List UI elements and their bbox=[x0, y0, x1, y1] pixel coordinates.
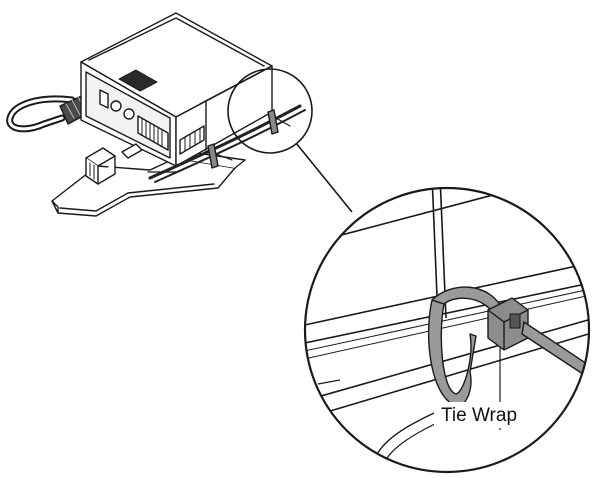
magnify-leader-line bbox=[295, 142, 353, 213]
callout-label-bg bbox=[434, 402, 530, 428]
device-enclosure bbox=[80, 12, 273, 167]
cable-bundle bbox=[147, 104, 306, 183]
terminal-plug bbox=[85, 143, 143, 185]
detail-zoom-view: Tie Wrap bbox=[303, 186, 591, 474]
tie-wrap-label: Tie Wrap bbox=[441, 405, 517, 426]
tie-wrap bbox=[427, 286, 589, 407]
device-assembly bbox=[6, 12, 306, 217]
detail-zoom-border bbox=[303, 186, 591, 474]
detail-source-circle bbox=[227, 68, 313, 154]
tie-wrap-small bbox=[207, 109, 291, 169]
